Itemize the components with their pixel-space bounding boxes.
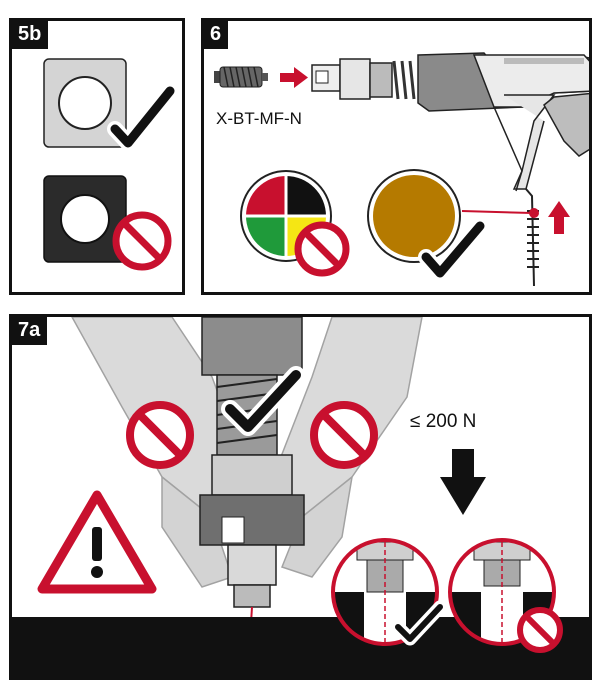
force-limit-label: ≤ 200 N xyxy=(410,411,477,432)
brown-disk xyxy=(367,169,461,263)
panel-6-label: 6 xyxy=(204,21,229,49)
panel-6-drawing xyxy=(214,52,589,287)
down-arrow-icon xyxy=(440,449,486,515)
callout-dot xyxy=(529,208,539,218)
prohibited-icon xyxy=(517,607,563,653)
callout-line xyxy=(461,210,533,214)
panel-5b-drawing xyxy=(43,58,178,271)
light-washer xyxy=(43,58,127,148)
red-arrow-icon xyxy=(280,67,308,88)
tool-nose xyxy=(311,58,416,100)
cable xyxy=(525,188,535,287)
panel-7a-drawing xyxy=(12,317,589,677)
checkmark-icon xyxy=(391,600,447,646)
panel-5b: 5b xyxy=(9,18,185,295)
center-tool xyxy=(199,317,305,640)
prohibited-icon xyxy=(294,221,350,277)
up-arrow-icon xyxy=(548,201,570,234)
prohibited-icon xyxy=(112,211,172,271)
part-code-label: X-BT-MF-N xyxy=(216,109,302,128)
prohibited-icon-right xyxy=(310,401,378,469)
panel-6: 6 xyxy=(201,18,592,295)
checkmark-icon xyxy=(221,366,305,436)
prohibited-icon-left xyxy=(126,401,194,469)
panel-7a: 7a xyxy=(9,314,592,680)
panel-5b-label: 5b xyxy=(12,21,49,49)
fastening-tool-body xyxy=(417,52,589,192)
checkmark-icon xyxy=(418,218,488,281)
panel-7a-label: 7a xyxy=(12,317,48,345)
warning-icon xyxy=(37,490,157,594)
detail-circle-good xyxy=(331,538,439,646)
checkmark-icon xyxy=(107,83,178,151)
spring-fastener xyxy=(214,66,268,88)
